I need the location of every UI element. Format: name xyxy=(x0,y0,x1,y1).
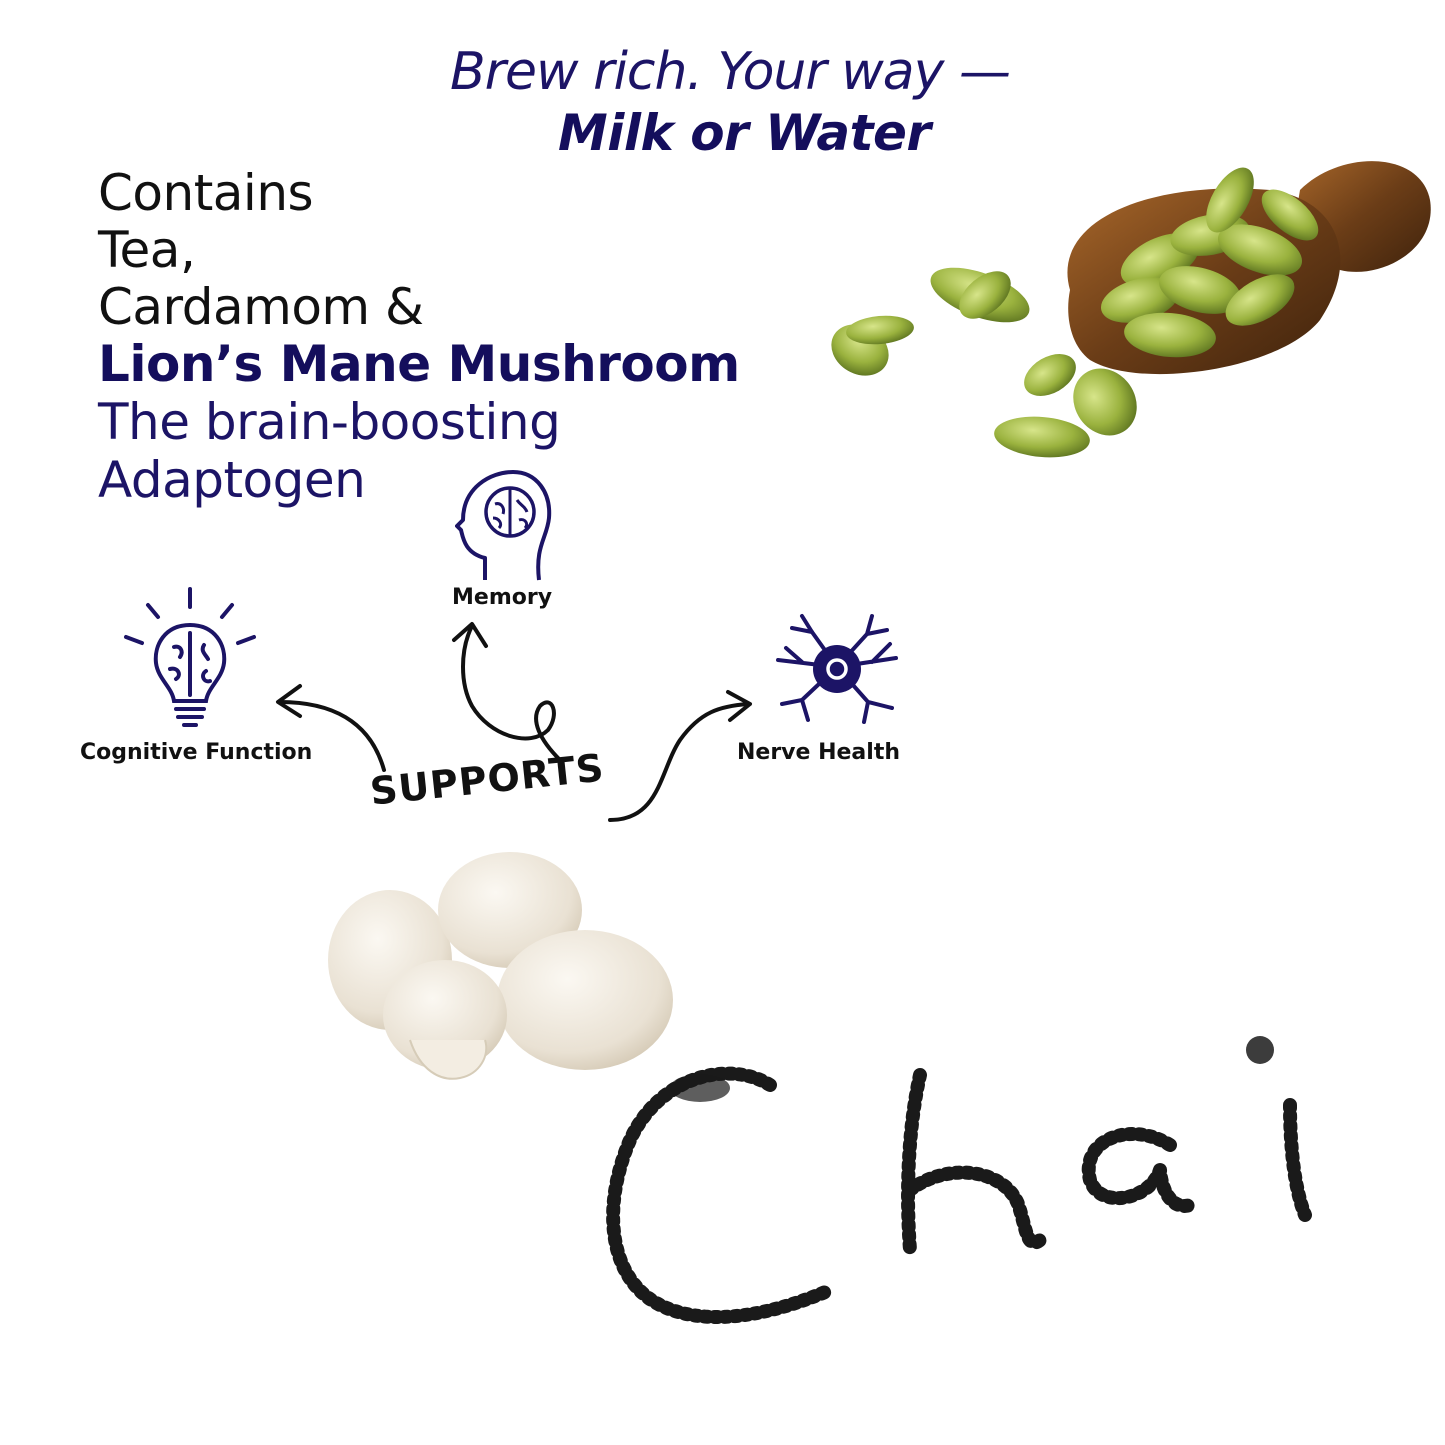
headline-contains: Contains xyxy=(98,164,314,222)
benefit-label-nerve: Nerve Health xyxy=(737,740,901,765)
mushroom-illustration xyxy=(328,852,673,1080)
lightbulb-brain-icon xyxy=(124,587,256,727)
headline-lions-mane: Lion’s Mane Mushroom xyxy=(98,335,740,393)
neuron-icon xyxy=(776,614,898,724)
headline-brain-boosting: The brain-boosting xyxy=(98,393,561,451)
arrow-to-memory xyxy=(461,624,562,762)
cardamom-scoop-illustration xyxy=(831,161,1431,458)
arrow-to-cognitive xyxy=(278,700,386,772)
benefit-label-cognitive: Cognitive Function xyxy=(80,740,313,765)
headline-adaptogen: Adaptogen xyxy=(98,451,366,509)
arrow-to-nerve xyxy=(608,702,750,822)
benefit-label-memory: Memory xyxy=(452,585,553,610)
tagline-line-2: Milk or Water xyxy=(558,104,931,162)
arrows-diagram xyxy=(276,622,752,822)
head-brain-icon xyxy=(455,470,552,581)
headline-tea: Tea, xyxy=(98,221,196,279)
chai-lettering-illustration xyxy=(606,1036,1312,1324)
tagline-line-1: Brew rich. Your way — xyxy=(450,42,1011,102)
headline-cardamom: Cardamom & xyxy=(98,278,424,336)
